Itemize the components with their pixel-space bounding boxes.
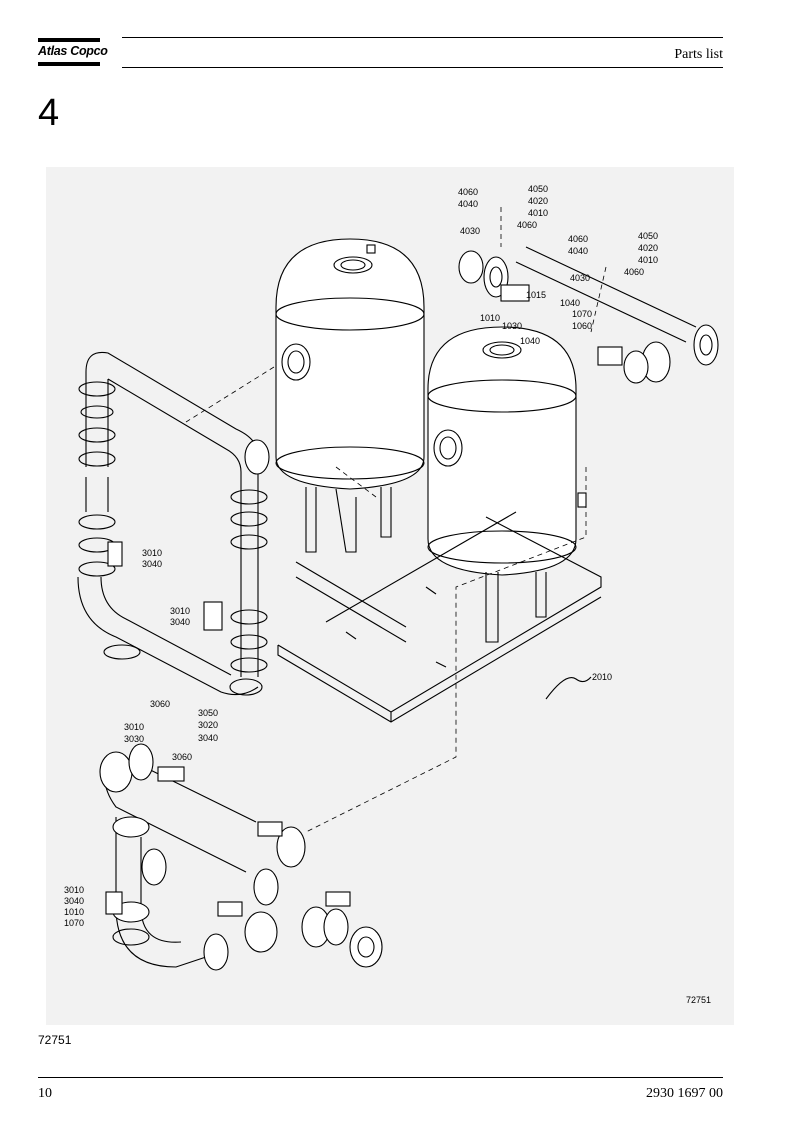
drawing-canvas: 4060 4050 4040 4020 4010 4030 4060 4060 … bbox=[64, 184, 719, 1005]
callout-4060: 4060 bbox=[568, 234, 588, 244]
callout-group: 4060 4050 4040 4020 4010 4030 4060 4060 … bbox=[64, 184, 711, 1005]
logo-text: Atlas Copco bbox=[38, 44, 108, 58]
callout-3010: 3010 bbox=[124, 722, 144, 732]
callout-4020: 4020 bbox=[528, 196, 548, 206]
dashed-leaders bbox=[185, 207, 607, 833]
callout-1010: 1010 bbox=[64, 907, 84, 917]
callout-1070: 1070 bbox=[64, 918, 84, 928]
callout-3010: 3010 bbox=[170, 606, 190, 616]
callout-4040: 4040 bbox=[568, 246, 588, 256]
vessel-left bbox=[275, 238, 425, 553]
section-number: 4 bbox=[38, 92, 60, 134]
callout-3030: 3030 bbox=[124, 734, 144, 744]
callout-1040: 1040 bbox=[520, 336, 540, 346]
callout-3020: 3020 bbox=[198, 720, 218, 730]
callout-3060: 3060 bbox=[172, 752, 192, 762]
callout-3010: 3010 bbox=[64, 885, 84, 895]
callout-1010: 1010 bbox=[480, 313, 500, 323]
callout-1060: 1060 bbox=[572, 321, 592, 331]
page-number: 10 bbox=[38, 1086, 52, 1101]
callout-4040: 4040 bbox=[458, 199, 478, 209]
callout-3010: 3010 bbox=[142, 548, 162, 558]
callout-4060: 4060 bbox=[517, 220, 537, 230]
callout-3040: 3040 bbox=[198, 733, 218, 743]
footer-rule bbox=[38, 1077, 723, 1078]
lower-pipework bbox=[99, 743, 383, 971]
drawing-id: 72751 bbox=[686, 995, 711, 1005]
callout-4030: 4030 bbox=[570, 273, 590, 283]
callout-1015: 1015 bbox=[526, 290, 546, 300]
callout-4050: 4050 bbox=[638, 231, 658, 241]
callout-2010: 2010 bbox=[592, 672, 612, 682]
left-pipework bbox=[77, 351, 270, 696]
document-number: 2930 1697 00 bbox=[646, 1086, 723, 1101]
logo-bottom-bar bbox=[38, 62, 100, 66]
callout-4010: 4010 bbox=[638, 255, 658, 265]
header-bottom-rule bbox=[122, 67, 723, 68]
callout-3050: 3050 bbox=[198, 708, 218, 718]
callout-1030: 1030 bbox=[502, 321, 522, 331]
upper-right-pipework bbox=[458, 246, 719, 384]
logo-top-bar bbox=[38, 38, 100, 42]
base-frame bbox=[277, 511, 602, 723]
exploded-parts-drawing: 4060 4050 4040 4020 4010 4030 4060 4060 … bbox=[46, 167, 734, 1025]
page-header-title: Parts list bbox=[674, 47, 723, 62]
callout-4060: 4060 bbox=[624, 267, 644, 277]
callout-3040: 3040 bbox=[142, 559, 162, 569]
callout-3040: 3040 bbox=[64, 896, 84, 906]
callout-4060: 4060 bbox=[458, 187, 478, 197]
callout-3040: 3040 bbox=[170, 617, 190, 627]
header-top-rule bbox=[122, 37, 723, 38]
leader-2010 bbox=[545, 676, 592, 700]
callout-3060: 3060 bbox=[150, 699, 170, 709]
callout-4010: 4010 bbox=[528, 208, 548, 218]
figure-caption: 72751 bbox=[38, 1033, 72, 1047]
callout-4030: 4030 bbox=[460, 226, 480, 236]
callout-1040: 1040 bbox=[560, 298, 580, 308]
atlas-copco-logo: Atlas Copco bbox=[38, 38, 108, 68]
callout-1070: 1070 bbox=[572, 309, 592, 319]
callout-4020: 4020 bbox=[638, 243, 658, 253]
callout-4050: 4050 bbox=[528, 184, 548, 194]
vessel-right bbox=[427, 326, 587, 643]
